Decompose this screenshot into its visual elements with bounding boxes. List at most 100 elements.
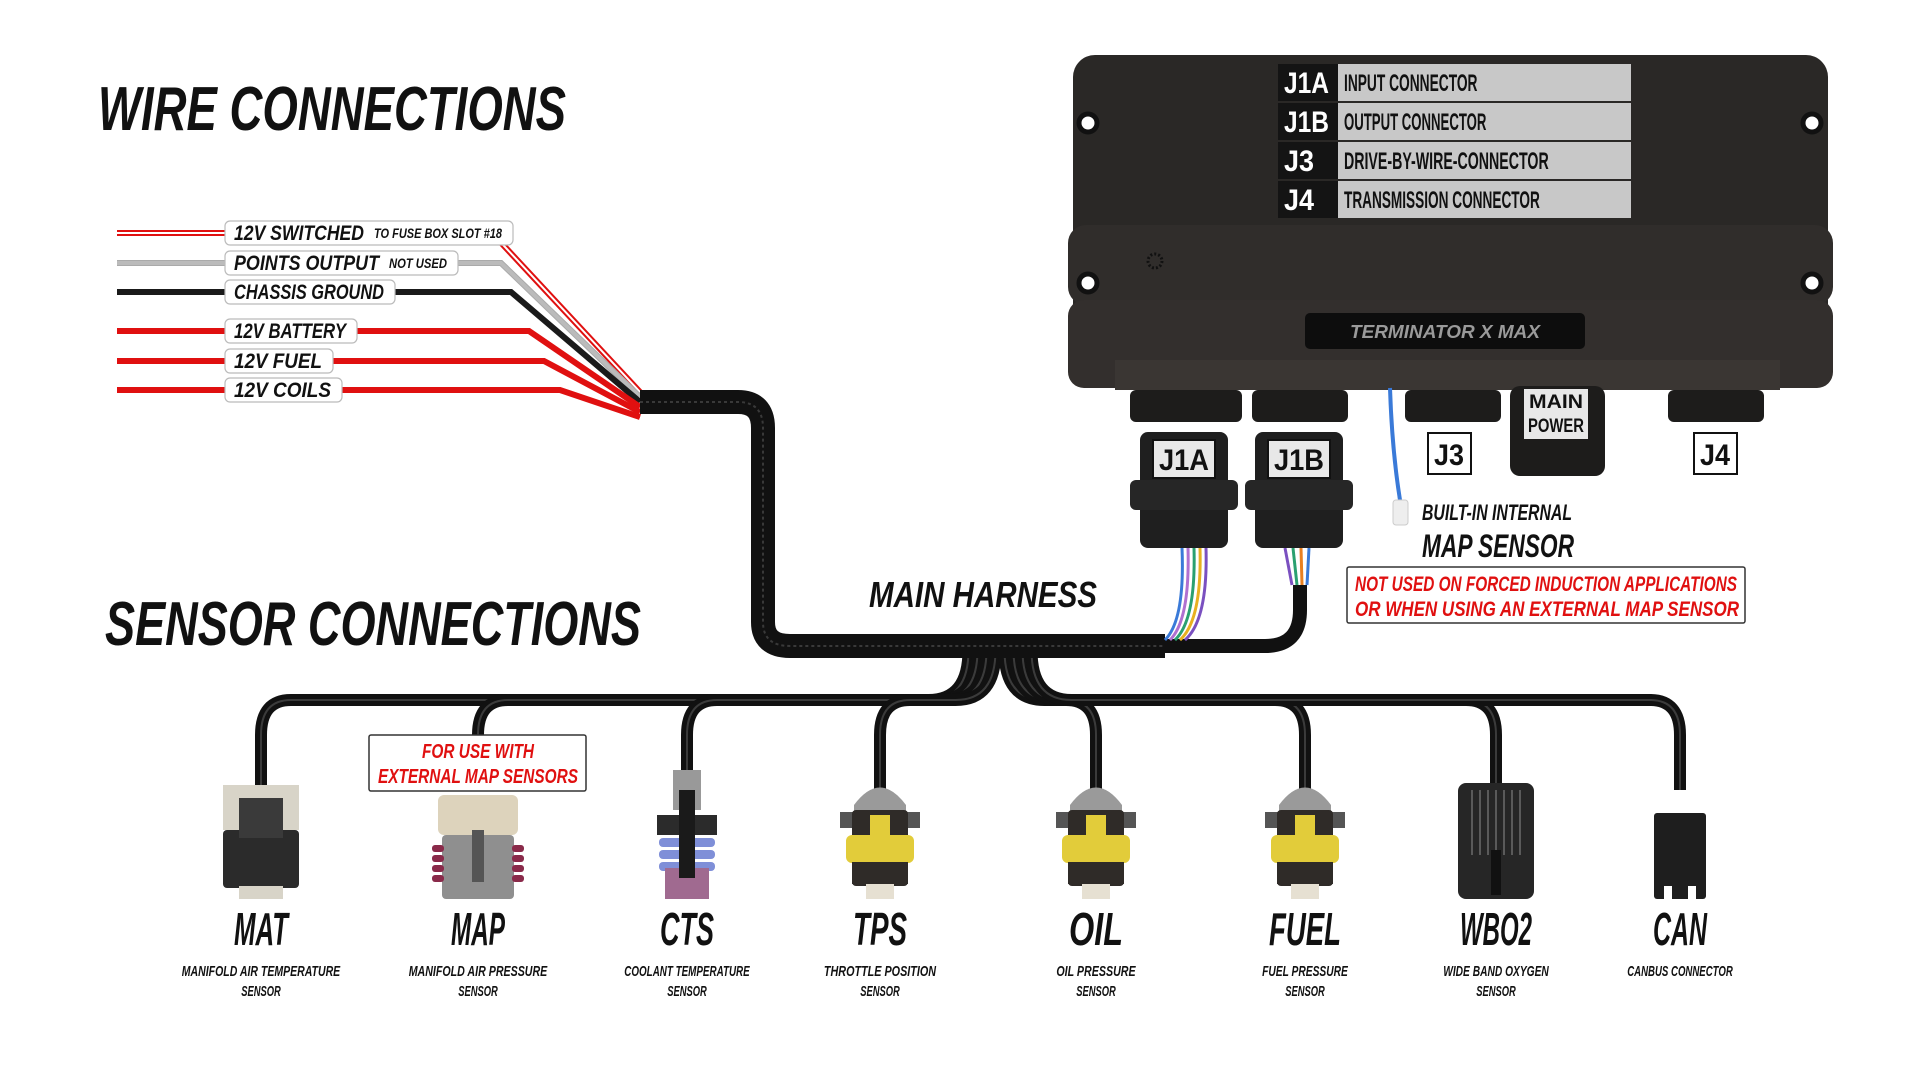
sensor-description: COOLANT TEMPERATURE — [624, 963, 750, 980]
wire-note: TO FUSE BOX SLOT #18 — [374, 225, 502, 241]
svg-text:J3: J3 — [1434, 439, 1464, 472]
ecu-connector-rail — [1115, 360, 1780, 390]
sensor-description: FUEL PRESSURE — [1262, 963, 1348, 980]
legend-desc: TRANSMISSION CONNECTOR — [1344, 187, 1540, 214]
sensor-cable-can — [1025, 649, 1686, 790]
sensor-description: WIDE BAND OXYGEN — [1443, 963, 1549, 980]
map-connector-icon — [432, 795, 524, 899]
sensor-name: WBO2 — [1460, 903, 1532, 955]
mat-connector-icon — [223, 785, 299, 899]
wire-note: NOT USED — [389, 255, 447, 271]
j1b-socket — [1252, 390, 1348, 422]
j1a-plug: J1A — [1130, 432, 1238, 548]
j1b-plug-label: J1B — [1274, 444, 1324, 477]
wire-label: 12V FUEL — [234, 350, 322, 373]
svg-text:NOT USED ON FORCED INDUCTION A: NOT USED ON FORCED INDUCTION APPLICATION… — [1355, 573, 1737, 596]
internal-map-warning: NOT USED ON FORCED INDUCTION APPLICATION… — [1346, 566, 1746, 624]
sensor-map: MAP MANIFOLD AIR PRESSURE SENSOR — [409, 795, 548, 1000]
legend-row-j3: J3 DRIVE-BY-WIRE-CONNECTOR — [1278, 142, 1631, 179]
brand-logo: TERMINATOR X MAX — [1350, 322, 1541, 342]
wire-label: CHASSIS GROUND — [234, 281, 384, 304]
internal-map-title: MAP SENSOR — [1422, 528, 1574, 564]
harness-braid — [640, 401, 1165, 647]
legend-id: J3 — [1284, 145, 1314, 178]
sensor-name: CAN — [1653, 903, 1707, 955]
sensor-name: FUEL — [1269, 903, 1341, 955]
sensor-description: MANIFOLD AIR TEMPERATURE — [182, 963, 341, 980]
sensor-description: SENSOR — [667, 983, 707, 1000]
mount-hole-icon — [1076, 111, 1100, 135]
wire-3: 12V BATTERY — [117, 318, 642, 410]
svg-text:FOR USE WITH: FOR USE WITH — [422, 741, 534, 763]
sensor-connections-title: SENSOR CONNECTIONS — [105, 590, 641, 659]
sensor-description: SENSOR — [1076, 983, 1116, 1000]
svg-text:OR WHEN USING AN EXTERNAL MAP: OR WHEN USING AN EXTERNAL MAP SENSOR — [1355, 598, 1740, 621]
sensor-description: MANIFOLD AIR PRESSURE — [409, 963, 548, 980]
wire-2: CHASSIS GROUND — [117, 279, 642, 405]
sensor-cts: CTS COOLANT TEMPERATURE SENSOR — [624, 770, 750, 1000]
wire-label-tag — [224, 250, 459, 276]
internal-map-label: BUILT-IN INTERNAL — [1422, 500, 1572, 525]
wire-label-tag — [224, 220, 514, 246]
sensor-name: MAT — [234, 903, 290, 955]
mount-hole-icon — [1076, 271, 1100, 295]
sensor-cable-mat — [255, 649, 975, 790]
wire-label: POINTS OUTPUT — [234, 252, 381, 275]
j1b-plug: J1B — [1245, 432, 1353, 548]
legend-id: J1A — [1284, 67, 1329, 100]
sensor-tps: TPS THROTTLE POSITION SENSOR — [824, 787, 937, 1000]
wire-5: 12V COILS — [117, 377, 641, 420]
sensor-description: THROTTLE POSITION — [824, 963, 937, 980]
j3-label-box: J3 — [1427, 432, 1472, 475]
can-connector-icon — [1654, 813, 1706, 899]
wire-1: POINTS OUTPUT NOT USED — [117, 250, 643, 400]
brand-plate — [1305, 313, 1585, 349]
ecu-rib — [1068, 225, 1833, 305]
wbo2-connector-icon — [1458, 783, 1534, 899]
external-map-note: FOR USE WITH EXTERNAL MAP SENSORS — [368, 734, 587, 792]
svg-text:EXTERNAL MAP SENSORS: EXTERNAL MAP SENSORS — [378, 766, 579, 788]
j1a-wire-bundle — [1163, 547, 1208, 642]
map-vacuum-hose — [1388, 387, 1402, 501]
main-power-label: MAIN — [1529, 392, 1583, 413]
sensor-oil: OIL OIL PRESSURE SENSOR — [1056, 787, 1136, 1000]
sensor-name: TPS — [853, 903, 907, 955]
wire-connections-title: WIRE CONNECTIONS — [98, 75, 566, 144]
wire-label-tag — [224, 377, 343, 403]
wire-label: 12V BATTERY — [234, 320, 348, 343]
svg-text:J4: J4 — [1700, 439, 1730, 472]
wire-label-tag — [224, 279, 396, 305]
legend-id: J4 — [1284, 184, 1314, 217]
j4-label-box: J4 — [1693, 432, 1738, 475]
sensor-name: CTS — [660, 903, 714, 955]
map-hose-fitting — [1392, 499, 1409, 526]
j1a-socket — [1130, 390, 1242, 422]
wire-label-tag — [224, 318, 358, 344]
main-power-connector: MAIN POWER — [1510, 386, 1605, 476]
sensor-description: OIL PRESSURE — [1056, 963, 1136, 980]
sensor-description: CANBUS CONNECTOR — [1627, 963, 1733, 980]
main-harness-label: MAIN HARNESS — [869, 574, 1097, 615]
fuel-connector-icon — [1265, 787, 1345, 899]
cts-connector-icon — [657, 770, 717, 899]
sensor-name: MAP — [451, 903, 505, 955]
tps-connector-icon — [840, 787, 920, 899]
legend-id: J1B — [1284, 106, 1329, 139]
sensor-description: SENSOR — [1285, 983, 1325, 1000]
sensor-description: SENSOR — [1476, 983, 1516, 1000]
sensor-name: OIL — [1069, 903, 1123, 955]
legend-desc: DRIVE-BY-WIRE-CONNECTOR — [1344, 148, 1549, 175]
legend-row-j4: J4 TRANSMISSION CONNECTOR — [1278, 181, 1631, 218]
sensor-description: SENSOR — [458, 983, 498, 1000]
sensor-description: SENSOR — [860, 983, 900, 1000]
vent-icon — [1146, 252, 1164, 270]
j1a-plug-label: J1A — [1159, 444, 1209, 477]
